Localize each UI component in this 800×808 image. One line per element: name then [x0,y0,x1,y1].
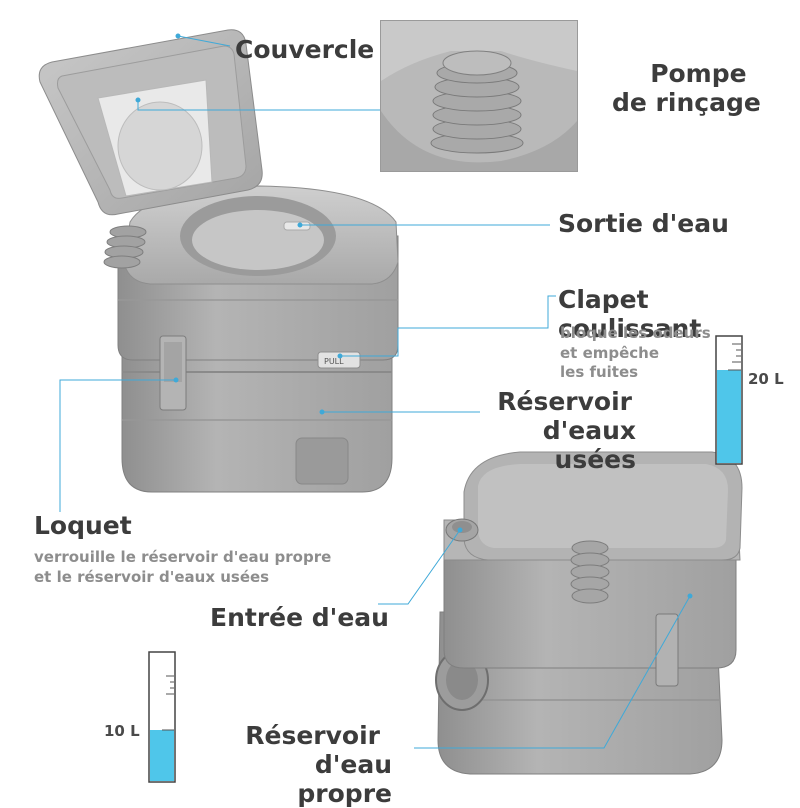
leader-lines [59,33,693,749]
label-reservoir-propre: Réservoir d'eau propre [236,721,392,808]
label-reservoir-propre-line2: d'eau propre [297,749,392,808]
pull-label: PULL [324,357,344,366]
label-pompe-line2: de rinçage [612,87,761,117]
label-loquet: Loquet [34,511,132,540]
loquet-sub-line1: verrouille le réservoir d'eau propre [34,548,332,566]
label-couvercle: Couvercle [235,35,375,64]
label-clapet-coulissant: Clapet coulissant [558,285,702,343]
waste-water-fill [717,370,741,463]
waste-capacity-label: 20 L [748,370,784,388]
main-toilet-unit: PULL [38,29,399,493]
clapet-sub-line1: bloque les odeurs [560,324,711,342]
label-reservoir-usees-line2: d'eaux usées [542,415,636,474]
label-reservoir-propre-line1: Réservoir [245,721,380,750]
pump-closeup-inset [380,20,578,172]
clapet-description: bloque les odeurs et empêche les fuites [560,324,711,383]
label-reservoir-usees: Réservoir d'eaux usées [486,387,636,474]
label-entree-eau: Entrée d'eau [210,603,389,632]
fresh-capacity-cylinder [148,651,176,783]
label-reservoir-usees-line1: Réservoir [497,387,632,416]
closed-toilet-unit [435,451,743,775]
fresh-capacity-label: 10 L [104,722,140,740]
loquet-description: verrouille le réservoir d'eau propre et … [34,548,331,587]
fresh-water-fill [150,730,174,781]
clapet-sub-line2: et empêche [560,343,660,362]
clapet-sub-line3: les fuites [560,363,639,381]
label-sortie-eau: Sortie d'eau [558,209,729,238]
waste-capacity-cylinder [715,335,743,465]
loquet-sub-line2: et le réservoir d'eaux usées [34,567,270,586]
label-pompe-line1: Pompe [650,59,747,88]
label-pompe-rincage: Pompe de rinçage [612,59,761,118]
